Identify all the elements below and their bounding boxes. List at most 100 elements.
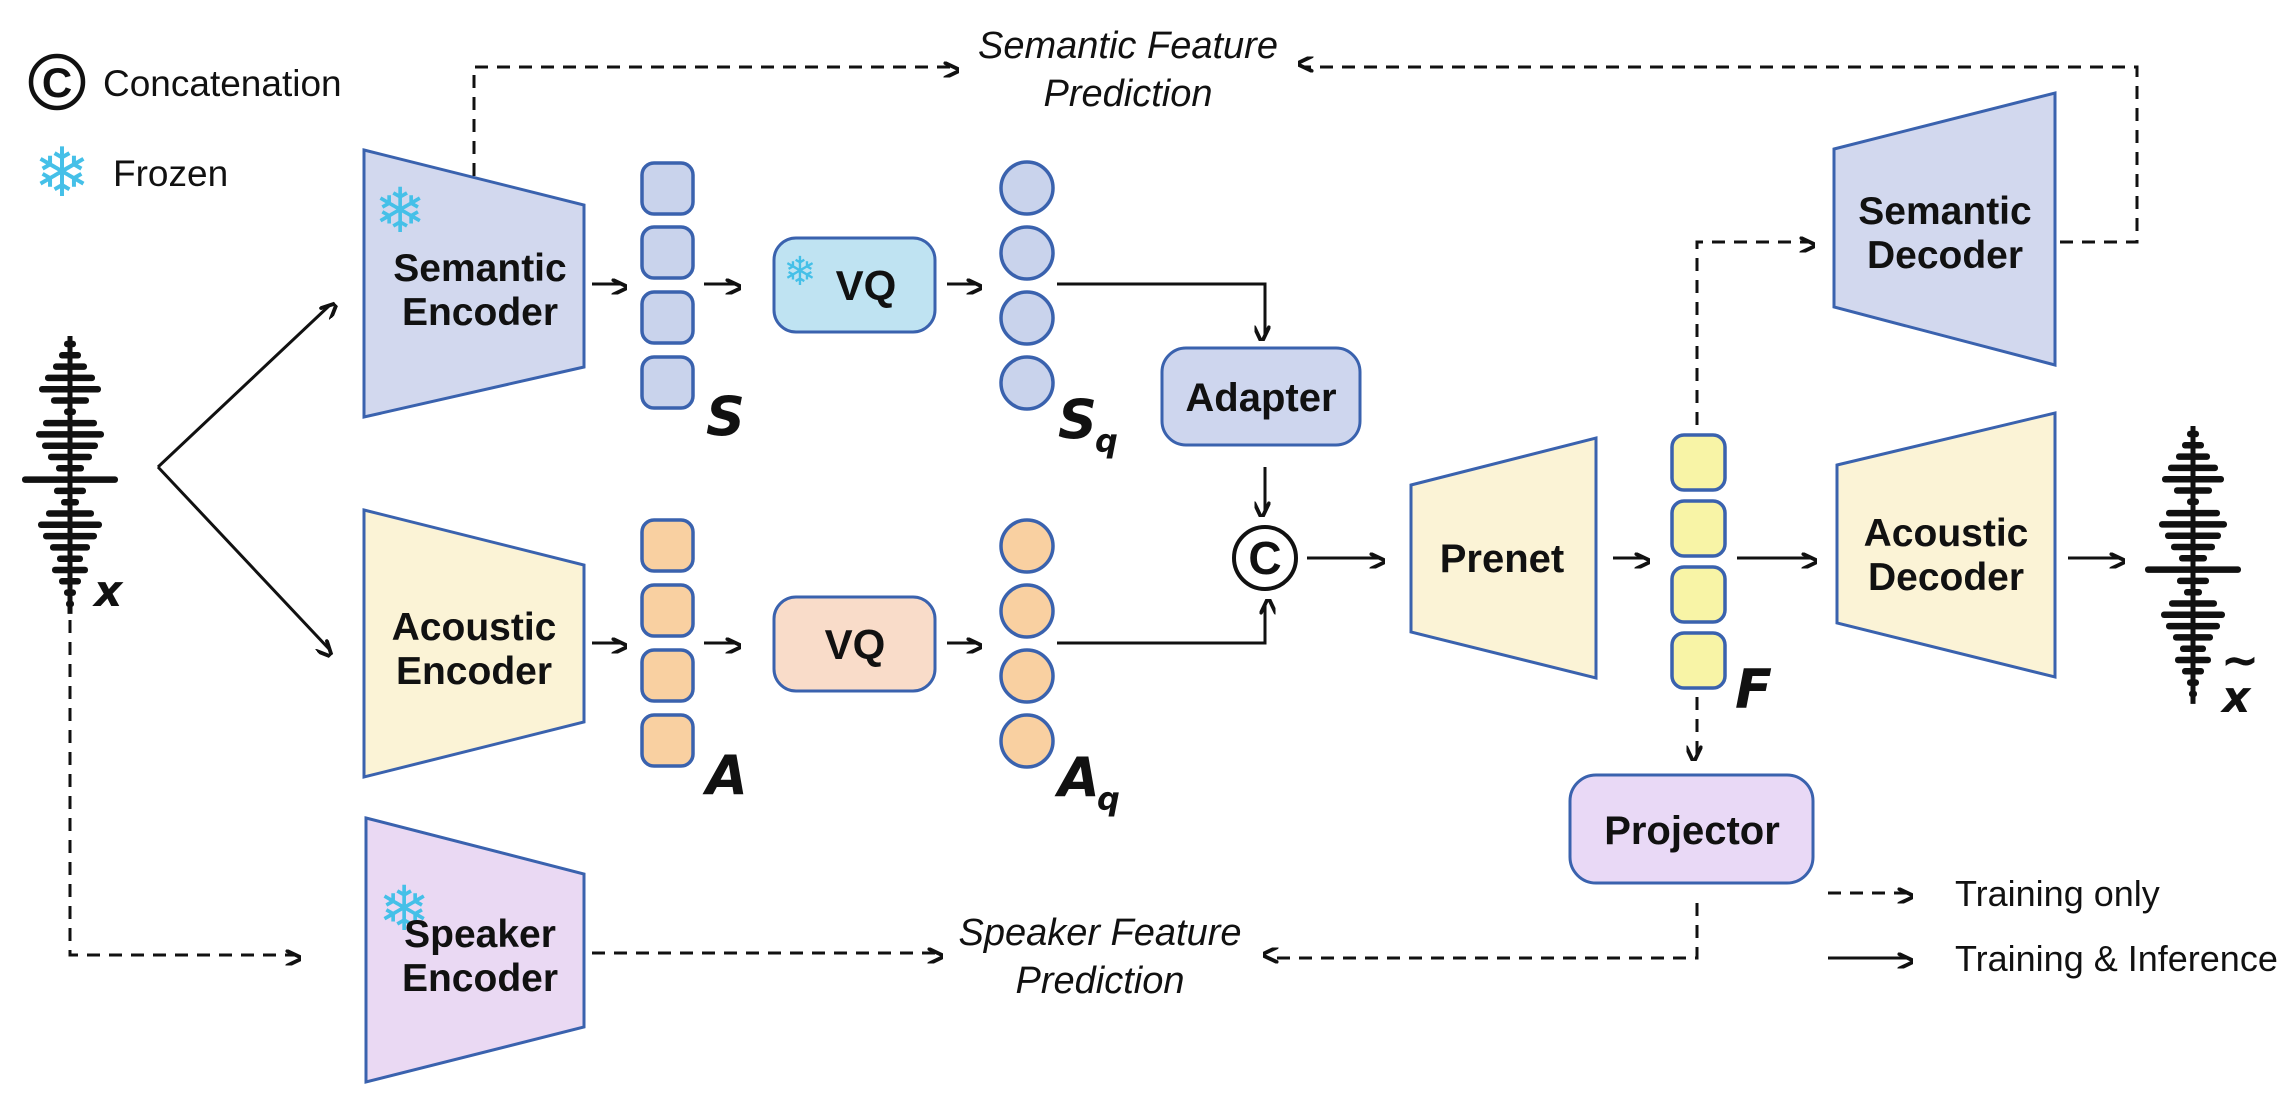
waveform-bar bbox=[53, 363, 87, 370]
a-token-column bbox=[640, 518, 695, 768]
a-label: A bbox=[702, 744, 748, 807]
waveform-bar bbox=[42, 442, 98, 449]
prenet-shape bbox=[1409, 436, 1598, 680]
f-token-column bbox=[1670, 433, 1727, 690]
aq-token bbox=[999, 583, 1055, 639]
waveform-bar bbox=[61, 498, 79, 506]
s-token bbox=[640, 355, 695, 410]
waveform-bar bbox=[2174, 487, 2212, 494]
speaker-encoder-label-line1: Speaker bbox=[404, 913, 556, 956]
waveform-bar bbox=[54, 487, 86, 495]
f-token bbox=[1670, 433, 1727, 492]
semantic-prediction-line2: Prediction bbox=[1044, 73, 1213, 115]
waveform-bar bbox=[2145, 566, 2241, 573]
speaker-prediction-line2: Prediction bbox=[1016, 960, 1185, 1002]
f-label: F bbox=[1735, 658, 1772, 721]
a-token bbox=[640, 518, 695, 573]
acoustic-decoder-block: Acoustic Decoder bbox=[1835, 411, 2057, 679]
waveform-bar bbox=[2187, 430, 2199, 438]
a-token bbox=[640, 583, 695, 638]
arrow-sq-to-adapter bbox=[1057, 282, 1265, 336]
semantic-decoder-shape bbox=[1832, 91, 2057, 367]
sq-token bbox=[999, 355, 1055, 411]
sq-token bbox=[999, 290, 1055, 346]
arrow-aq-to-concat bbox=[1057, 604, 1265, 645]
concatenation-icon bbox=[28, 53, 86, 111]
snowflake-icon: ❄ bbox=[378, 872, 430, 945]
semantic-decoder-block: Semantic Decoder bbox=[1832, 91, 2057, 367]
arrow-input-to-acoustic-encoder bbox=[156, 465, 330, 650]
waveform-bar bbox=[52, 566, 88, 574]
f-token bbox=[1670, 565, 1727, 624]
semantic-encoder-label-line2: Encoder bbox=[402, 291, 558, 334]
input-signal-label: x bbox=[92, 566, 124, 617]
waveform-bar bbox=[2162, 475, 2224, 483]
speaker-prediction-line1: Speaker Feature bbox=[958, 912, 1241, 954]
semantic-vq-shape bbox=[772, 236, 937, 334]
waveform-bar bbox=[2171, 543, 2215, 551]
training-only-label: Training only bbox=[1955, 873, 2160, 914]
prenet-label: Prenet bbox=[1440, 537, 1565, 581]
waveform-bar bbox=[2161, 611, 2225, 619]
concat-node: C bbox=[1232, 525, 1298, 591]
waveform-bar bbox=[2184, 588, 2202, 596]
waveform-bar bbox=[59, 578, 81, 585]
waveform-bar bbox=[64, 589, 76, 596]
arrow-style-legend: Training only Training & Inference bbox=[1828, 873, 2278, 979]
waveform-bar bbox=[43, 532, 97, 540]
f-token bbox=[1670, 631, 1727, 690]
semantic-encoder-block: ❄ Semantic Encoder bbox=[362, 148, 586, 419]
adapter-shape bbox=[1160, 346, 1362, 447]
speaker-encoder-label-line2: Encoder bbox=[402, 957, 558, 1000]
frozen-legend: ❄ Frozen bbox=[34, 134, 229, 213]
s-label: S bbox=[706, 385, 745, 448]
acoustic-decoder-label-line2: Decoder bbox=[1868, 556, 2024, 599]
frozen-legend-label: Frozen bbox=[113, 153, 228, 194]
a-token bbox=[640, 713, 695, 768]
waveform-bar bbox=[59, 352, 81, 359]
s-token bbox=[640, 225, 695, 280]
waveform-bar bbox=[2173, 634, 2213, 641]
waveform-bar bbox=[2165, 532, 2221, 539]
waveform-bar bbox=[2180, 645, 2206, 652]
s-token bbox=[640, 161, 695, 216]
speaker-feature-prediction-annotation: Speaker Feature Prediction bbox=[958, 912, 1241, 1002]
concatenation-legend: C Concatenation bbox=[28, 53, 342, 111]
waveform-bar bbox=[2175, 656, 2211, 664]
acoustic-vq-shape bbox=[772, 595, 937, 693]
sq-token bbox=[999, 225, 1055, 281]
semantic-decoder-label-line2: Decoder bbox=[1867, 234, 2023, 277]
waveform-bar bbox=[56, 465, 84, 472]
waveform-bar bbox=[46, 510, 94, 517]
waveform-bar bbox=[64, 340, 76, 348]
aq-token bbox=[999, 713, 1055, 769]
waveform-bar bbox=[2177, 577, 2209, 585]
dashed-arrow-input-to-speaker-encoder bbox=[68, 620, 296, 955]
acoustic-vq-label: VQ bbox=[825, 621, 886, 668]
semantic-encoder-shape bbox=[362, 148, 586, 419]
s-token-column bbox=[640, 161, 695, 410]
semantic-prediction-line1: Semantic Feature bbox=[978, 25, 1278, 67]
sq-label-main: S bbox=[1058, 388, 1097, 451]
arrow-input-to-semantic-encoder bbox=[156, 305, 330, 469]
output-signal-letter: x bbox=[2220, 672, 2252, 723]
waveform-bar bbox=[2168, 464, 2218, 472]
concatenation-legend-label: Concatenation bbox=[103, 63, 342, 104]
concatenation-icon-letter: C bbox=[42, 59, 72, 106]
acoustic-vq-block: VQ bbox=[772, 595, 937, 693]
waveform-bar bbox=[43, 419, 97, 427]
speaker-encoder-shape bbox=[364, 816, 586, 1084]
sq-token-column bbox=[999, 160, 1055, 411]
semantic-decoder-label-line1: Semantic bbox=[1858, 190, 2031, 233]
dashed-arrow-f-to-semantic-decoder bbox=[1695, 242, 1810, 425]
aq-token bbox=[999, 648, 1055, 704]
acoustic-decoder-shape bbox=[1835, 411, 2057, 679]
waveform-bar bbox=[2179, 555, 2207, 562]
aq-token-column bbox=[999, 518, 1055, 769]
waveform-bar bbox=[50, 544, 90, 551]
semantic-vq-block: ❄ VQ bbox=[772, 236, 937, 334]
waveform-bar bbox=[38, 521, 102, 529]
waveform-bar bbox=[51, 397, 89, 404]
waveform-bar bbox=[57, 555, 83, 562]
